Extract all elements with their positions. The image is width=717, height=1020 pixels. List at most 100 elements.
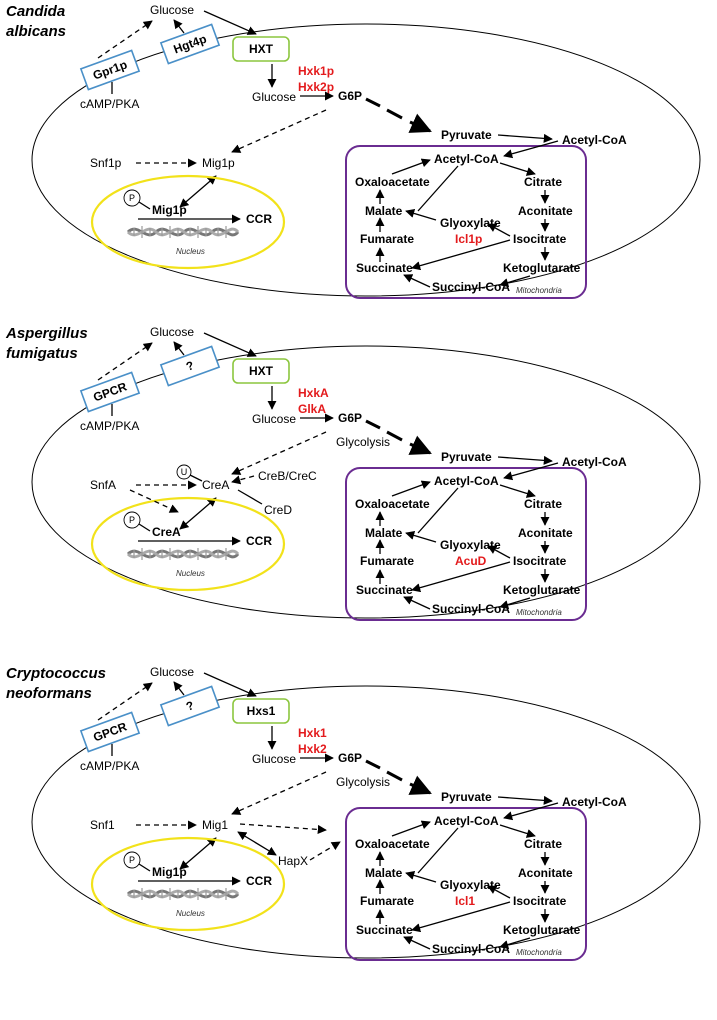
repressor-label: Mig1 (202, 818, 228, 832)
succinyl-coa-label: Succinyl-CoA (432, 942, 510, 956)
extracellular-glucose: Glucose (150, 3, 194, 17)
hexokinase-1: Hxk1p (298, 64, 334, 78)
glyoxylate-label: Glyoxylate (440, 538, 501, 552)
malate-label: Malate (365, 204, 403, 218)
glucose-to-repressor-arrow (231, 431, 327, 475)
pyruvate-to-acetyl-coa-arrow (497, 133, 553, 143)
cytosolic-acetyl-coa: Acetyl-CoA (562, 133, 627, 147)
receptor-2-label: ? (184, 358, 196, 374)
hexokinase-2: GlkA (298, 402, 326, 416)
hexokinase-2: Hxk2 (298, 742, 327, 756)
species-name-line1: Candida (6, 3, 65, 20)
crea-regulation-arrows (189, 474, 263, 505)
mitochondria (345, 467, 587, 621)
nucleus (90, 496, 286, 592)
repressor-nuclear-shuttle-arrow (179, 497, 217, 530)
citrate-label: Citrate (524, 497, 562, 511)
aconitate-label: Aconitate (518, 526, 573, 540)
nucleus-label: Nucleus (176, 569, 205, 578)
fumarate-label: Fumarate (360, 894, 414, 908)
glucose-to-repressor-arrow (231, 109, 327, 153)
ketoglutarate-label: Ketoglutarate (503, 583, 581, 597)
acetyl-coa-import-arrow (503, 462, 559, 481)
transporter-label: HXT (249, 364, 274, 378)
ccr-label: CCR (246, 534, 272, 548)
nucleus-label: Nucleus (176, 247, 205, 256)
pyruvate-label: Pyruvate (441, 450, 492, 464)
mito-acetyl-coa: Acetyl-CoA (434, 814, 499, 828)
receptor-2-box: ? (159, 685, 221, 727)
succinate-label: Succinate (356, 923, 413, 937)
panel-3: Cryptococcus neoformans Glucose GPCR ? H… (6, 665, 701, 961)
tca-cycle-arrows (375, 820, 550, 950)
aconitate-label: Aconitate (518, 204, 573, 218)
transporter-box: HXT (232, 358, 290, 384)
dna-helix-icon (126, 888, 240, 900)
g6p-label: G6P (338, 411, 362, 425)
modification-circle (176, 464, 192, 480)
glycolysis-arrow (365, 97, 432, 133)
isocitrate-lyase: Icl1p (455, 232, 482, 246)
phosphate-label: P (129, 515, 135, 525)
repressor-nuclear-shuttle-arrow (179, 837, 217, 870)
pyruvate-to-acetyl-coa-arrow (497, 455, 553, 465)
receptor-2-label: ? (184, 698, 196, 714)
nucleus (90, 836, 286, 932)
succinate-label: Succinate (356, 583, 413, 597)
intracellular-glucose: Glucose (252, 90, 296, 104)
ccr-label: CCR (246, 212, 272, 226)
cell-membrane (31, 685, 701, 959)
camp-pka-label: cAMP/PKA (80, 419, 139, 433)
repressor-label: Mig1p (202, 156, 235, 170)
receptor-1-glucose-arrow (97, 20, 153, 59)
species-name-line1: Cryptococcus (6, 665, 106, 682)
glyoxylate-label: Glyoxylate (440, 878, 501, 892)
species-name-line2: neoformans (6, 685, 92, 702)
cred-label: CreD (264, 503, 292, 517)
repressor-label: CreA (202, 478, 229, 492)
glucose-to-transporter-arrow (203, 672, 257, 697)
species-name-line2: fumigatus (6, 345, 78, 362)
citrate-label: Citrate (524, 175, 562, 189)
mitochondria-label: Mitochondria (516, 608, 562, 617)
nuclear-repressor-label: CreA (152, 525, 181, 539)
pyruvate-label: Pyruvate (441, 790, 492, 804)
dna-helix-icon (126, 226, 240, 238)
dna-helix-icon (126, 548, 240, 560)
fumarate-label: Fumarate (360, 554, 414, 568)
oxaloacetate-label: Oxaloacetate (355, 497, 430, 511)
isocitrate-label: Isocitrate (513, 894, 567, 908)
transporter-label: Hxs1 (247, 704, 276, 718)
repressor-nuclear-shuttle-arrow (179, 175, 217, 208)
modification-circle-label: U (181, 467, 188, 477)
receptor-1-glucose-arrow (97, 342, 153, 381)
succinyl-coa-label: Succinyl-CoA (432, 280, 510, 294)
succinate-label: Succinate (356, 261, 413, 275)
intracellular-glucose: Glucose (252, 412, 296, 426)
mitochondria-label: Mitochondria (516, 948, 562, 957)
hexokinase-1: HxkA (298, 386, 329, 400)
glycolysis-label: Glycolysis (336, 435, 390, 449)
nucleus-label: Nucleus (176, 909, 205, 918)
phosphate-circle (123, 511, 141, 529)
kinase-label: Snf1 (90, 818, 115, 832)
transporter-box: HXT (232, 36, 290, 62)
glucose-to-transporter-arrow (203, 10, 257, 35)
glucose-to-transporter-arrow (203, 332, 257, 357)
isocitrate-label: Isocitrate (513, 232, 567, 246)
mito-acetyl-coa: Acetyl-CoA (434, 474, 499, 488)
tca-cycle-arrows (375, 480, 550, 610)
citrate-label: Citrate (524, 837, 562, 851)
phosphate-circle (123, 851, 141, 869)
transporter-label: HXT (249, 42, 274, 56)
fumarate-label: Fumarate (360, 232, 414, 246)
glucose-to-repressor-arrow (231, 771, 327, 815)
tca-cycle-arrows (375, 158, 550, 288)
intracellular-glucose: Glucose (252, 752, 296, 766)
mitochondria (345, 807, 587, 961)
phosphate-link (138, 863, 151, 872)
phosphate-link (138, 201, 151, 210)
transporter-box: Hxs1 (232, 698, 290, 724)
mitochondria-label: Mitochondria (516, 286, 562, 295)
